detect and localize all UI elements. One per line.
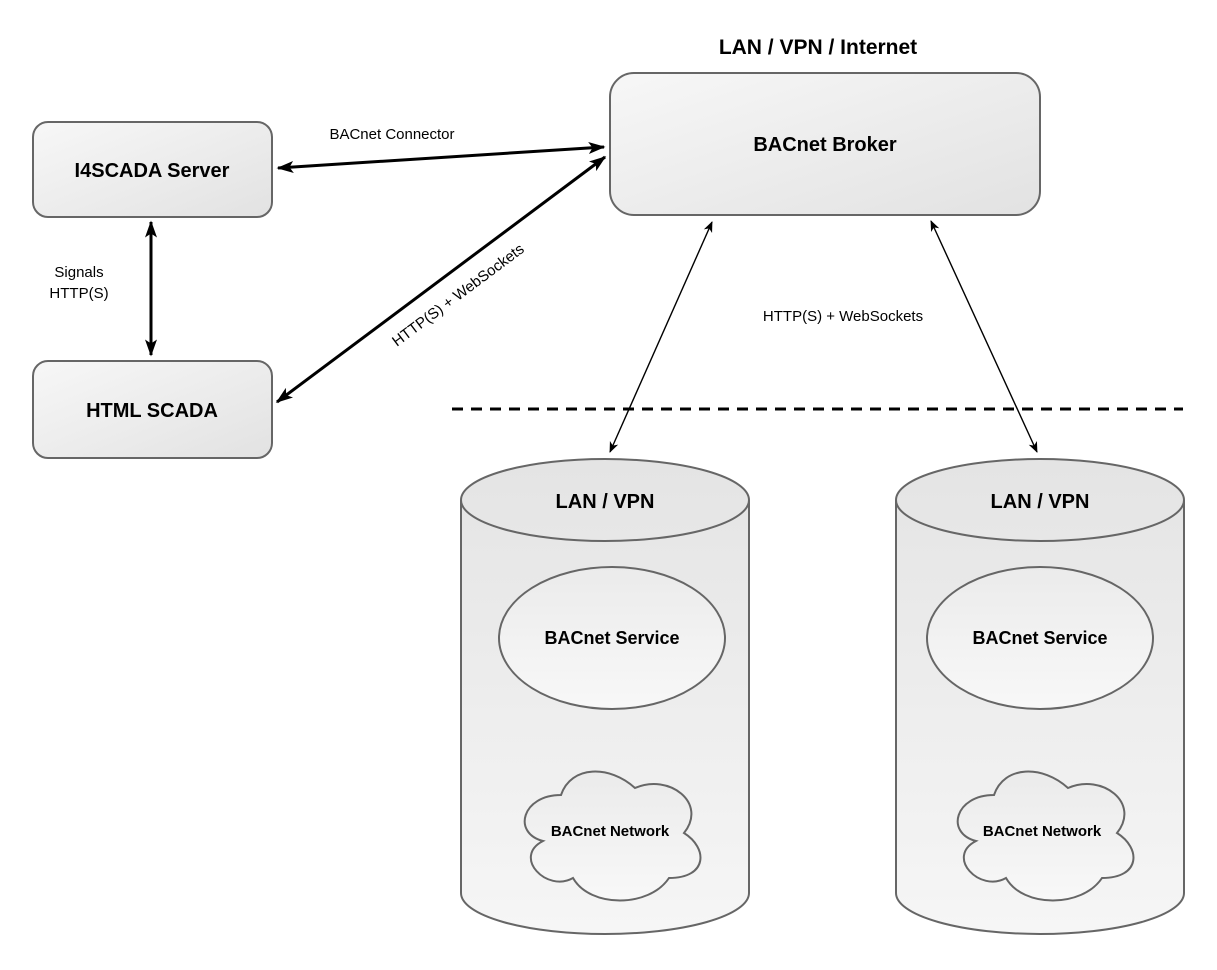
node-bacnet-broker: BACnet Broker xyxy=(609,72,1041,216)
edge-scada-websockets: HTTP(S) + WebSockets xyxy=(275,155,607,404)
edge-label-bacnet-connector: BACnet Connector xyxy=(329,126,454,143)
zone-title-internet: LAN / VPN / Internet xyxy=(719,36,917,59)
double-arrow-broker-right xyxy=(930,220,1038,453)
edge-signals: Signals HTTP(S) xyxy=(49,220,157,357)
double-arrow-bacnet-connector xyxy=(276,142,606,173)
cylinder-top xyxy=(895,458,1185,542)
network-label-right: BACnet Network xyxy=(983,823,1102,840)
service-ellipse-left xyxy=(498,566,726,710)
service-label-right: BACnet Service xyxy=(972,628,1107,648)
bacnet-broker-box xyxy=(609,72,1041,216)
bacnet-broker-label: BACnet Broker xyxy=(753,134,897,156)
edge-label-scada-websockets: HTTP(S) + WebSockets xyxy=(389,241,527,351)
network-cloud-left xyxy=(523,770,702,902)
edge-label-broker-websockets: HTTP(S) + WebSockets xyxy=(763,308,923,325)
service-ellipse-right xyxy=(926,566,1154,710)
double-arrow-broker-left xyxy=(609,221,713,453)
edge-broker-site-right xyxy=(930,220,1038,453)
node-html-scada: HTML SCADA xyxy=(32,360,273,459)
network-cloud-right xyxy=(956,770,1135,902)
node-site-lan-right: LAN / VPN BACnet Service BACnet Network xyxy=(895,458,1185,935)
html-scada-box xyxy=(32,360,273,459)
node-i4scada-server: I4SCADA Server xyxy=(32,121,273,218)
node-site-lan-left: LAN / VPN BACnet Service BACnet Network xyxy=(460,458,750,935)
i4scada-server-label: I4SCADA Server xyxy=(75,160,230,182)
edge-label-signals-line1: Signals xyxy=(54,264,103,281)
html-scada-label: HTML SCADA xyxy=(86,400,218,422)
edge-label-signals-line2: HTTP(S) xyxy=(49,285,108,302)
service-label-left: BACnet Service xyxy=(544,628,679,648)
i4scada-server-box xyxy=(32,121,273,218)
cylinder-top xyxy=(460,458,750,542)
double-arrow-scada-websockets xyxy=(275,155,607,404)
zone-label-left: LAN / VPN xyxy=(556,491,655,513)
edge-broker-site-left xyxy=(609,221,713,453)
network-label-left: BACnet Network xyxy=(551,823,670,840)
edge-bacnet-connector: BACnet Connector xyxy=(276,126,606,173)
zone-label-right: LAN / VPN xyxy=(991,491,1090,513)
